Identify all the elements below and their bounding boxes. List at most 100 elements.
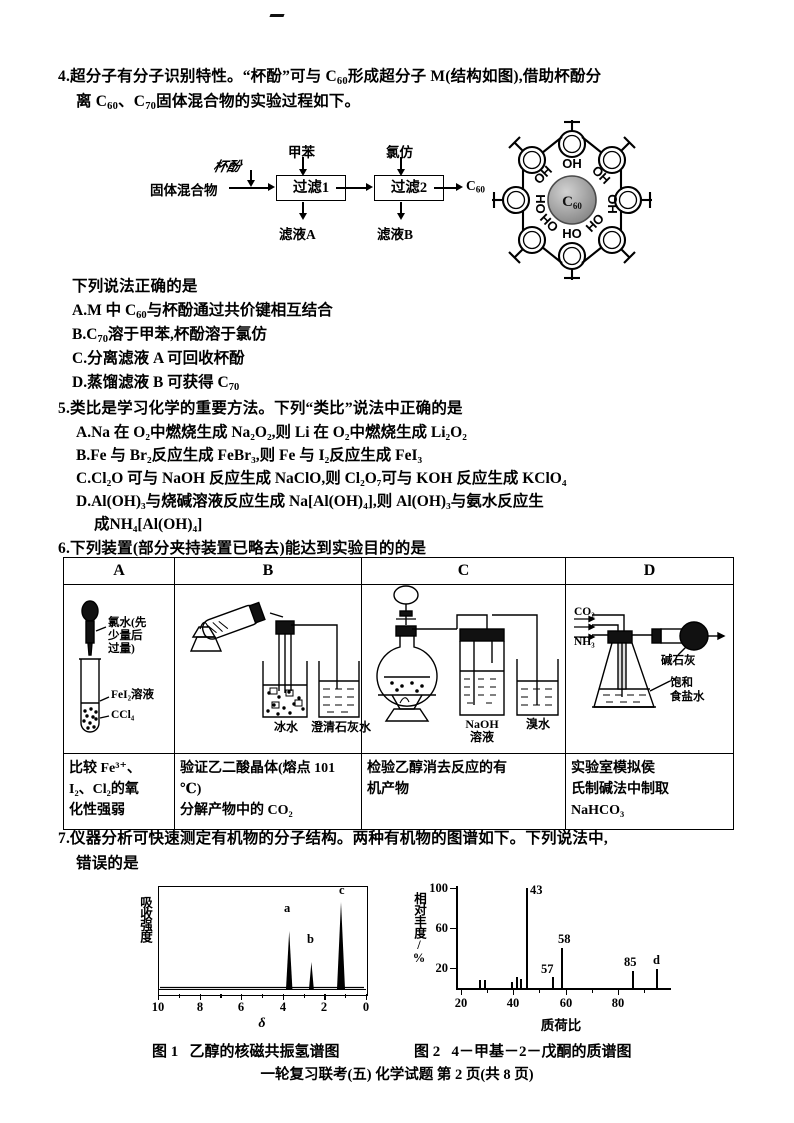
apparatus-d: CO₂ NH₃ 碱石灰 饱和 食盐水 <box>566 585 733 753</box>
flow-input-label: 固体混合物 <box>150 183 218 198</box>
ms-xtick-80 <box>618 990 620 995</box>
label-brine-line1: 饱和 <box>670 677 693 689</box>
question-4-stem: 4.超分子有分子识别特性。“杯酚”可与 C60形成超分子 M(结构如图),借助杯… <box>58 64 748 94</box>
flow-arrow-in <box>268 183 275 191</box>
apparatus-c-svg <box>376 585 559 722</box>
calixarene-svg: C60 OH OH OH HO HO HO HO OH <box>492 120 652 280</box>
nmr-xtick-label-0: 0 <box>362 1000 370 1014</box>
nmr-peak-c <box>337 902 345 989</box>
nmr-peak-label-b: b <box>307 932 314 946</box>
ring-top <box>557 120 587 159</box>
flow-reagent-1-label: 杯酚 <box>212 159 243 174</box>
nmr-baseline <box>158 989 366 991</box>
flow-arrow-out1 <box>298 213 307 220</box>
flow-line-mid <box>336 187 369 189</box>
ms-peak-label-58: 58 <box>558 932 571 946</box>
ms-x-axis <box>456 988 671 990</box>
question-6-stem: 6.下列装置(部分夹持装置已略去)能达到实验目的的是 <box>58 540 427 557</box>
ring-top-left <box>508 136 547 175</box>
ms-y-axis <box>456 886 458 990</box>
ms-peak-label-d: d <box>653 953 660 967</box>
nmr-xtick-label-8: 8 <box>196 1000 204 1014</box>
apparatus-b-svg <box>189 601 360 718</box>
flow-box-filter-2: 过滤2 <box>374 175 444 201</box>
flow-arrow-reagent2 <box>298 169 307 176</box>
apparatus-cell-d: CO₂ NH₃ 碱石灰 饱和 食盐水 <box>565 584 734 754</box>
label-chlorine-water-line2: 少量后 <box>108 630 143 642</box>
nmr-peak-b <box>309 962 314 989</box>
ms-ytick-label-20: 20 <box>435 961 449 975</box>
label-soda-lime: 碱石灰 <box>661 655 696 667</box>
ms-peak-29 <box>484 980 486 988</box>
nmr-tick-2 <box>324 994 326 1000</box>
label-chlorine-water-line1: 氯水(先 <box>108 617 147 629</box>
ms-peak-58 <box>561 948 563 988</box>
flow-reagent-3-label: 氯仿 <box>386 145 413 160</box>
nmr-xtick-label-10: 10 <box>151 1000 165 1014</box>
nmr-chart: 吸收强度 a b c 10 8 6 <box>138 883 385 1064</box>
ms-x-axis-label: 质荷比 <box>540 1018 582 1033</box>
nmr-peaks-svg <box>160 902 364 989</box>
flow-arrow-mid <box>366 183 373 191</box>
calixarene-c60-structure: C60 OH OH OH HO HO HO HO OH <box>482 108 662 293</box>
nmr-xtick-label-6: 6 <box>237 1000 245 1014</box>
oh-label-top-left: OH <box>531 163 555 187</box>
nmr-xtick-label-4: 4 <box>279 1000 287 1014</box>
label-nh3-inlet: NH₃ <box>574 636 595 648</box>
flow-reagent-2-label: 甲苯 <box>288 145 315 160</box>
description-c: 检验乙醇消去反应的有 机产物 <box>361 753 566 830</box>
q5-option-d: D.Al(OH)₃与烧碱溶液反应生成 Na[Al(OH)₄],则 Al(OH)₃… <box>76 493 544 510</box>
flow-arrow-reagent1 <box>246 180 255 187</box>
q5-option-d-cont: 成NH₄[Al(OH)₄] <box>94 516 203 533</box>
description-d: 实验室模拟侯 氏制碱法中制取 NaHCO₃ <box>565 753 734 830</box>
flow-product-label: C60 <box>466 178 485 195</box>
question-5-stem: 5.类比是学习化学的重要方法。下列“类比”说法中正确的是 <box>58 400 463 417</box>
ms-xminor-90 <box>644 990 646 993</box>
ring-right <box>613 185 652 215</box>
ms-xminor-50 <box>539 990 541 993</box>
ms-peak-41 <box>516 977 518 988</box>
ms-peak-27 <box>479 980 481 988</box>
flow-line-reagent1 <box>250 170 252 183</box>
apparatus-d-svg <box>574 614 726 708</box>
table-description-row: 比较 Fe³⁺、 I₂、Cl₂的氧 化性强弱 验证乙二酸晶体(熔点 101 ℃)… <box>63 753 734 830</box>
nmr-minor-tick-5 <box>262 994 264 998</box>
page-footer: 一轮复习联考(五) 化学试题 第 2 页(共 8 页) <box>260 1067 534 1083</box>
nmr-y-axis-label: 吸收强度 <box>138 896 152 942</box>
q4-line1-part2: 形成超分子 M(结构如图),借助杯酚分 <box>347 68 602 85</box>
ms-ytick-label-60: 60 <box>435 921 449 935</box>
question-4-stem-line2: 离 C60、C70固体混合物的实验过程如下。 <box>76 89 736 119</box>
q4-flow-diagram: 固体混合物 杯酚 过滤1 甲苯 滤液A 过滤2 氯仿 滤液B C60 <box>150 140 485 255</box>
label-fei2-solution: FeI₂溶液 <box>111 689 155 701</box>
ms-peak-42 <box>520 979 522 988</box>
table-figure-row: 氯水(先 少量后 过量) FeI₂溶液 CCl₄ <box>63 584 734 754</box>
label-chlorine-water-line3: 过量) <box>108 643 135 655</box>
ms-xminor-30 <box>487 990 489 993</box>
table-header-row: A B C D <box>63 557 734 585</box>
ms-xtick-label-80: 80 <box>611 996 625 1010</box>
ms-xtick-60 <box>566 990 568 995</box>
oh-label-top: OH <box>562 156 582 171</box>
table-header-d: D <box>565 557 734 585</box>
ms-ytick-20 <box>450 968 457 970</box>
label-brine-line2: 食盐水 <box>670 691 705 703</box>
table-header-c: C <box>361 557 566 585</box>
q4-line1-part1: 4.超分子有分子识别特性。“杯酚”可与 C <box>58 68 337 85</box>
q5-option-a: A.Na 在 O₂中燃烧生成 Na₂O₂,则 Li 在 O₂中燃烧生成 Li₂O… <box>76 424 467 441</box>
flow-line-out <box>434 187 459 189</box>
q4-option-a: A.M 中 C60与杯酚通过共价键相互结合 <box>72 302 333 321</box>
ms-peak-57 <box>552 977 554 988</box>
nmr-minor-tick-9 <box>178 994 180 998</box>
ring-left <box>492 185 531 215</box>
ring-top-right <box>597 136 636 175</box>
ms-ytick-100 <box>450 888 457 890</box>
apparatus-a-svg <box>79 600 110 733</box>
ms-peak-85 <box>632 971 634 988</box>
apparatus-cell-b: 冰水 澄清石灰水 <box>174 584 371 754</box>
flow-filtrate-a-label: 滤液A <box>279 227 316 242</box>
nmr-minor-tick-1 <box>345 994 347 998</box>
ring-bottom-right <box>597 225 636 264</box>
flow-line-in <box>229 187 271 189</box>
flow-line-out1 <box>302 202 304 216</box>
table-header-b: B <box>174 557 362 585</box>
